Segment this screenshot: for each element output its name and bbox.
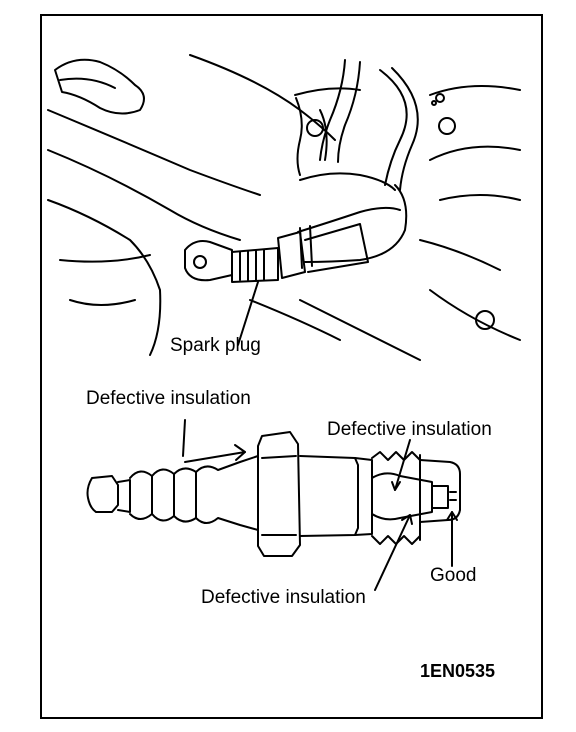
defective-insulation-label-bottom: Defective insulation (201, 587, 366, 608)
spark-plug-label: Spark plug (170, 335, 261, 356)
defective-insulation-label-top-right: Defective insulation (327, 419, 492, 440)
figure-code: 1EN0535 (420, 661, 496, 681)
defective-insulation-label-top-left: Defective insulation (86, 388, 251, 409)
engine-illustration (47, 54, 521, 361)
figure-frame (40, 14, 543, 719)
good-label: Good (430, 565, 477, 586)
spark-plug-detail (86, 419, 461, 591)
